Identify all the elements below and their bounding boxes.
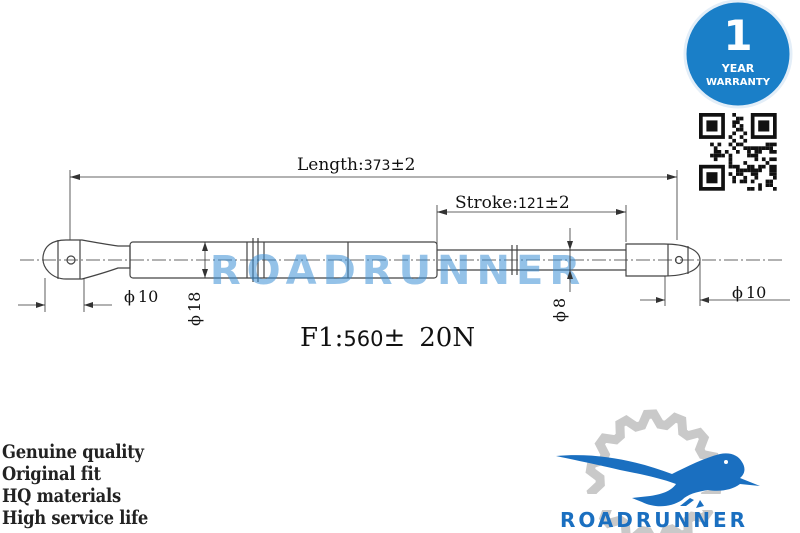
- length-tolerance: ±2: [390, 155, 415, 175]
- feature-item: HQ materials: [2, 485, 121, 507]
- svg-text:ϕ10: ϕ10: [124, 287, 158, 306]
- stroke-label: Stroke:: [455, 193, 518, 213]
- left-end-fitting: [42, 239, 131, 280]
- feature-item: High service life: [2, 507, 149, 529]
- dia-right-end-value: 10: [746, 283, 766, 302]
- stroke-dimension: Stroke:121±2: [436, 193, 627, 248]
- gas-strut: [42, 238, 701, 282]
- dia-symbol-2: ϕ: [185, 315, 204, 326]
- right-end-fitting: [625, 243, 701, 277]
- logo-text: ROADRUNNER: [560, 508, 748, 532]
- dia-symbol-4: ϕ: [732, 283, 743, 302]
- qr-code[interactable]: [699, 113, 777, 191]
- svg-text:Stroke:121±2: Stroke:121±2: [455, 193, 570, 213]
- svg-text:ϕ10: ϕ10: [732, 283, 766, 302]
- feature-list: Genuine quality Original fit HQ material…: [2, 441, 148, 529]
- force-rest: 20N: [419, 323, 475, 353]
- length-label: Length:: [297, 155, 364, 175]
- roadrunner-bird-icon: [556, 453, 760, 507]
- feature-item: Original fit: [2, 463, 101, 485]
- piston-rod: [437, 249, 626, 271]
- feature-item: Genuine quality: [2, 441, 144, 463]
- length-dimension: Length:373±2: [69, 155, 678, 240]
- force-tolerance: ±: [383, 323, 405, 353]
- svg-text:ϕ18: ϕ 18: [185, 292, 204, 326]
- force-value: 560: [343, 327, 383, 351]
- diameter-rod: ϕ8: [550, 228, 573, 322]
- cylinder-body: [129, 241, 438, 279]
- warranty-line1: YEAR: [721, 62, 755, 75]
- stroke-value: 121: [518, 196, 545, 212]
- watermark-text: ROADRUNNER: [210, 248, 586, 294]
- dia-rod-value: 8: [550, 298, 569, 308]
- diameter-body: ϕ 18: [185, 242, 208, 326]
- dia-symbol-3: ϕ: [550, 311, 569, 322]
- dia-symbol-1: ϕ: [124, 287, 135, 306]
- warranty-number: 1: [723, 11, 752, 60]
- force-spec: F1:560±20N: [300, 323, 475, 353]
- force-label: F1:: [300, 323, 343, 353]
- length-value: 373: [364, 158, 391, 174]
- roadrunner-logo: ROADRUNNER: [556, 409, 760, 533]
- svg-text:Length:373±2: Length:373±2: [297, 155, 416, 175]
- dia-body-value: 18: [185, 292, 204, 312]
- dia-left-end-value: 10: [138, 287, 158, 306]
- stroke-tolerance: ±2: [545, 193, 570, 213]
- svg-text:ϕ8: ϕ8: [550, 298, 569, 322]
- warranty-line2: WARRANTY: [706, 77, 771, 88]
- warranty-badge: 1 YEAR WARRANTY: [683, 0, 793, 109]
